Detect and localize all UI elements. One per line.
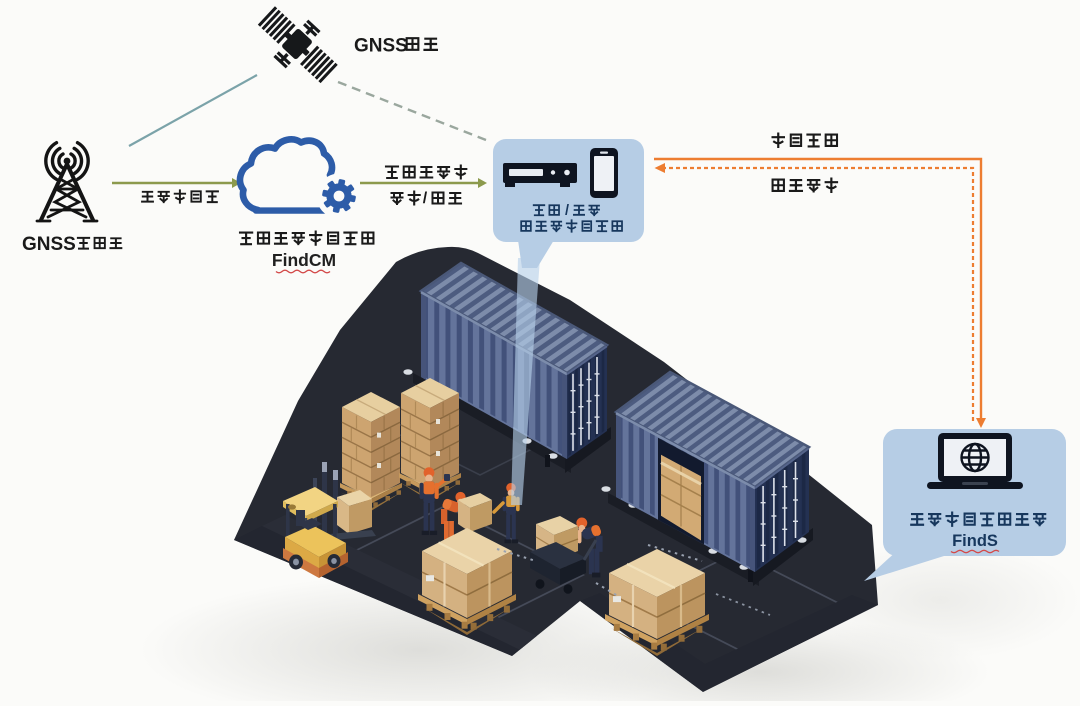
- svg-text:GNSS: GNSS: [354, 36, 408, 57]
- svg-text:/: /: [565, 203, 569, 219]
- svg-text:GNSS: GNSS: [22, 234, 76, 255]
- svg-text:FindS: FindS: [952, 532, 998, 550]
- svg-text:/: /: [423, 190, 428, 207]
- svg-text:FindCM: FindCM: [272, 250, 336, 270]
